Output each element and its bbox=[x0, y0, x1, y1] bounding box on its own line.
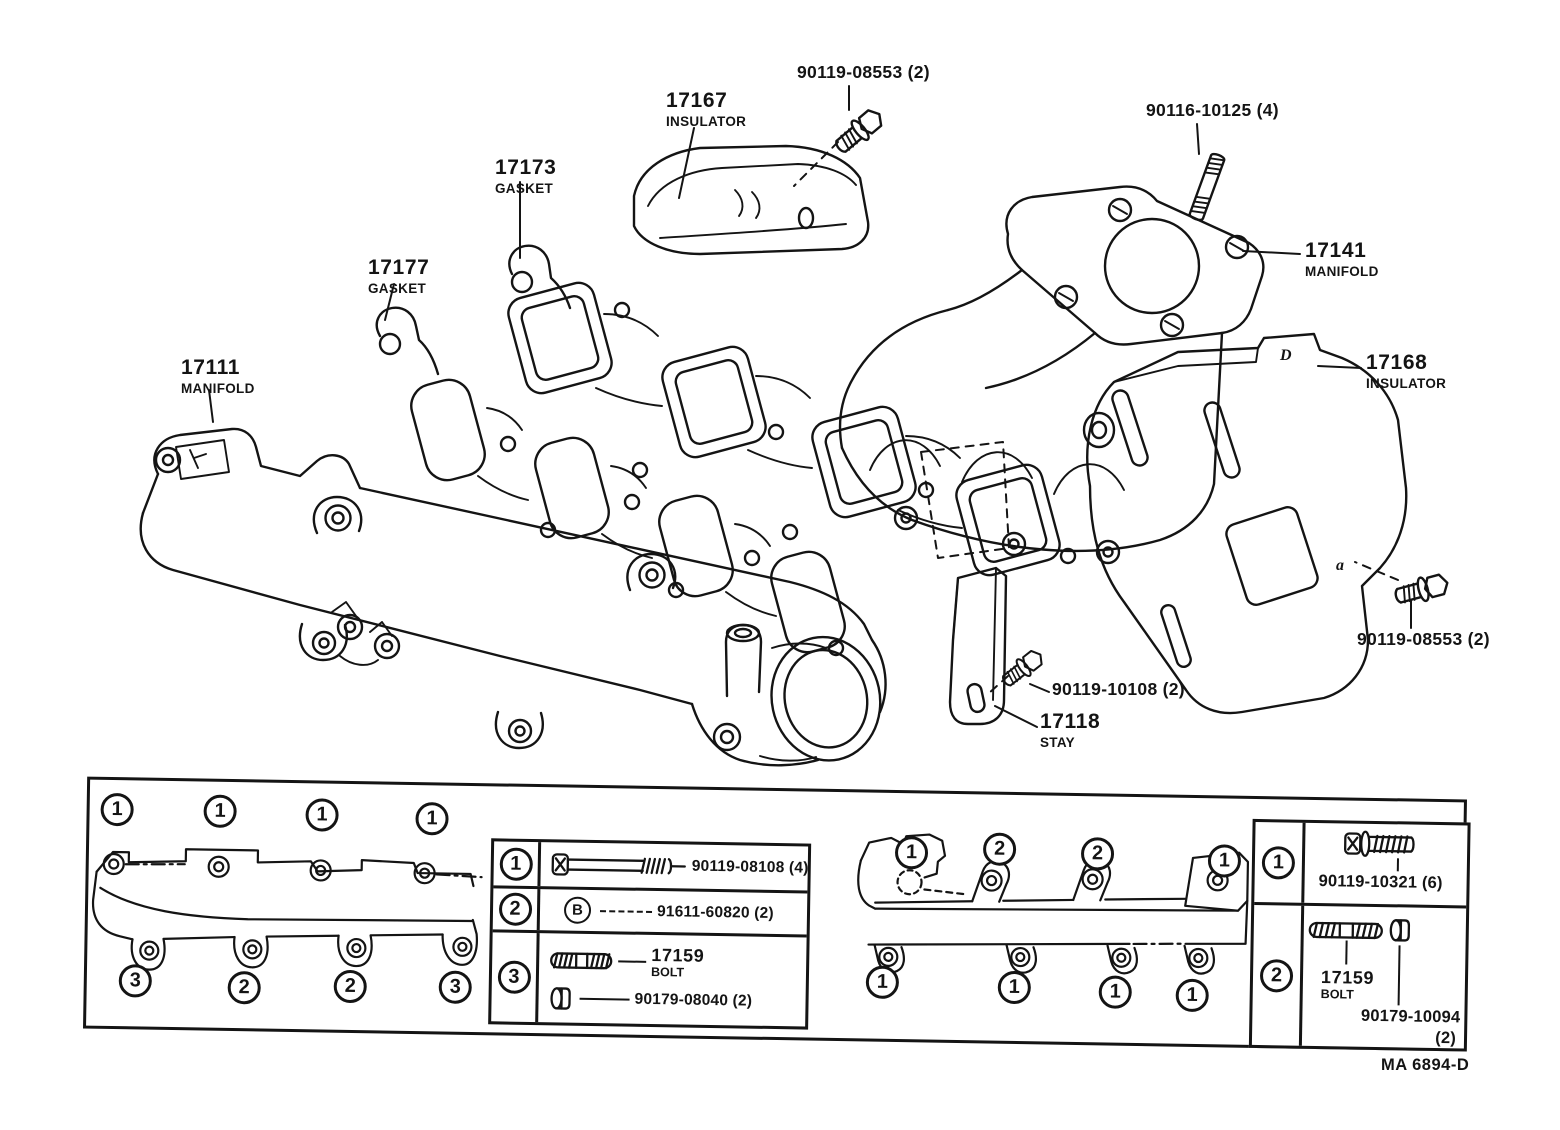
legend-row-1: 1 90119-10321 (6) bbox=[1254, 821, 1467, 906]
marker-d: D bbox=[1279, 347, 1292, 364]
stud-bolt-icon bbox=[1308, 921, 1383, 940]
legend-item-cell: B 91611-60820 (2) bbox=[540, 889, 808, 934]
legend-mark-cell: 2 bbox=[492, 888, 541, 931]
legend-row-1: 1 90119-08108 (4) bbox=[493, 841, 809, 890]
part-label-17177: 17177 GASKET bbox=[368, 257, 429, 296]
gasket-17177-drawing bbox=[375, 306, 846, 657]
stud-bolt-icon bbox=[550, 952, 613, 970]
part-label-17159: 17159 BOLT bbox=[650, 944, 705, 980]
part-number: 17118 bbox=[1040, 710, 1101, 733]
hex-bolt-icon bbox=[1343, 830, 1415, 857]
part-name: GASKET bbox=[368, 281, 427, 296]
nut-entry: 90179-08040 (2) bbox=[548, 986, 805, 1016]
position-mark: 2 bbox=[498, 892, 532, 926]
part-number: 17167 bbox=[666, 89, 728, 112]
part-name: INSULATOR bbox=[666, 114, 747, 129]
part-number: 17159 bbox=[651, 944, 705, 966]
hex-bolt-icon bbox=[1394, 573, 1449, 604]
part-label-17168: 17168 INSULATOR bbox=[1366, 352, 1446, 391]
hex-bolt-icon bbox=[1002, 649, 1043, 687]
insulator-17168-drawing: D a bbox=[1086, 332, 1408, 715]
part-label-17118: 17118 STAY bbox=[1040, 711, 1100, 750]
part-label-17173: 17173 GASKET bbox=[495, 157, 556, 196]
position-mark: 2 bbox=[1259, 958, 1294, 993]
part-label-17167: 17167 INSULATOR bbox=[666, 90, 746, 129]
legend-row-2: 2 17159 BOLT bbox=[1251, 901, 1467, 1049]
fastener-label: 90119-08108 (4) bbox=[691, 857, 809, 877]
part-number: 17173 bbox=[495, 156, 557, 179]
legend-row-3: 3 17159 BOLT bbox=[491, 929, 807, 1027]
legend-mark-cell: 1 bbox=[493, 841, 542, 887]
fastener-label-right-bolt: 90119-08553 (2) bbox=[1357, 629, 1490, 649]
legend-item-cell: 17159 BOLT 90179-08040 (2) bbox=[538, 933, 806, 1026]
legend-item-cell: 90119-10321 (6) bbox=[1304, 823, 1467, 906]
legend-item-cell: 17159 BOLT 90179-10094 (2) bbox=[1302, 906, 1466, 1049]
fastener-label: 90119-10321 (6) bbox=[1318, 872, 1443, 893]
stud-bolt-entry: 17159 BOLT bbox=[549, 944, 807, 981]
footprint-line-art bbox=[92, 833, 1250, 975]
leader-line bbox=[579, 998, 630, 1001]
part-number: 17111 bbox=[181, 356, 241, 379]
leader-line bbox=[1397, 945, 1401, 1006]
fastener-legend-right: 1 90119-10321 (6) 2 bbox=[1248, 818, 1471, 1052]
stay-17118-drawing bbox=[920, 441, 1010, 726]
legend-mark-cell: 1 bbox=[1254, 821, 1306, 903]
part-name: GASKET bbox=[495, 181, 554, 196]
part-number: 17159 bbox=[1320, 967, 1375, 988]
part-label-17141: 17141 MANIFOLD bbox=[1305, 240, 1379, 279]
part-label-17159: 17159 BOLT bbox=[1320, 967, 1375, 1002]
leader-line bbox=[618, 960, 647, 963]
leader-line bbox=[1345, 940, 1348, 965]
legend-mark-cell: 2 bbox=[1251, 904, 1305, 1046]
part-name: BOLT bbox=[650, 964, 685, 980]
part-name: STAY bbox=[1040, 735, 1075, 750]
fastener-label: 90179-10094 bbox=[1360, 1006, 1461, 1027]
part-number: 17177 bbox=[368, 256, 430, 279]
drawing-code: MA 6894-D bbox=[1381, 1056, 1470, 1074]
dashed-leader bbox=[600, 909, 653, 913]
part-number: 17141 bbox=[1305, 239, 1367, 262]
legend-item-cell: 90119-08108 (4) bbox=[540, 842, 809, 890]
fastener-label-head-stud: 90116-10125 (4) bbox=[1146, 100, 1279, 120]
fastener-label-top-bolt: 90119-08553 (2) bbox=[797, 62, 930, 82]
circle-b-icon: B bbox=[563, 896, 592, 924]
part-name: MANIFOLD bbox=[181, 381, 255, 396]
flange-nut-icon bbox=[1389, 919, 1411, 942]
leader-line bbox=[1396, 858, 1400, 872]
part-number: 17168 bbox=[1366, 351, 1428, 374]
insulator-17167-drawing bbox=[632, 144, 870, 256]
gasket-17173-drawing bbox=[507, 244, 1077, 577]
part-name: INSULATOR bbox=[1366, 376, 1447, 391]
fastener-label: 91611-60820 (2) bbox=[656, 902, 774, 922]
right-manifold-footprint bbox=[857, 833, 1250, 975]
part-name: MANIFOLD bbox=[1305, 264, 1379, 279]
flange-nut-icon bbox=[550, 987, 571, 1010]
marker-a: a bbox=[1336, 557, 1344, 574]
legend-mark-cell: 3 bbox=[491, 932, 540, 1023]
legend-row-2: 2 B 91611-60820 (2) bbox=[492, 885, 808, 935]
part-name: BOLT bbox=[1320, 987, 1354, 1002]
exhaust-manifold-drawing bbox=[838, 185, 1265, 565]
stud-bolt-icon bbox=[1188, 152, 1226, 222]
intake-manifold-drawing bbox=[139, 427, 887, 767]
fastener-legend-left: 1 90119-08108 (4) 2 bbox=[488, 838, 812, 1030]
long-hex-bolt-icon bbox=[551, 853, 686, 876]
fastener-label: 90179-08040 (2) bbox=[634, 990, 753, 1010]
left-manifold-footprint bbox=[92, 848, 483, 971]
fastener-location-panel: 1 1 1 1 3 2 2 3 1 2 2 1 1 1 1 1 1 bbox=[83, 776, 1471, 1052]
position-mark: 3 bbox=[497, 960, 531, 994]
part-label-17111: 17111 MANIFOLD bbox=[181, 357, 255, 396]
position-mark: 1 bbox=[1261, 845, 1296, 880]
exploded-diagram-line-art: D a bbox=[139, 85, 1449, 767]
leader-lines bbox=[208, 85, 1412, 728]
fastener-qty: (2) bbox=[1435, 1028, 1457, 1048]
position-mark: 1 bbox=[499, 846, 533, 881]
hex-bolt-icon bbox=[835, 109, 883, 153]
fastener-label-stay-bolt: 90119-10108 (2) bbox=[1052, 679, 1185, 699]
